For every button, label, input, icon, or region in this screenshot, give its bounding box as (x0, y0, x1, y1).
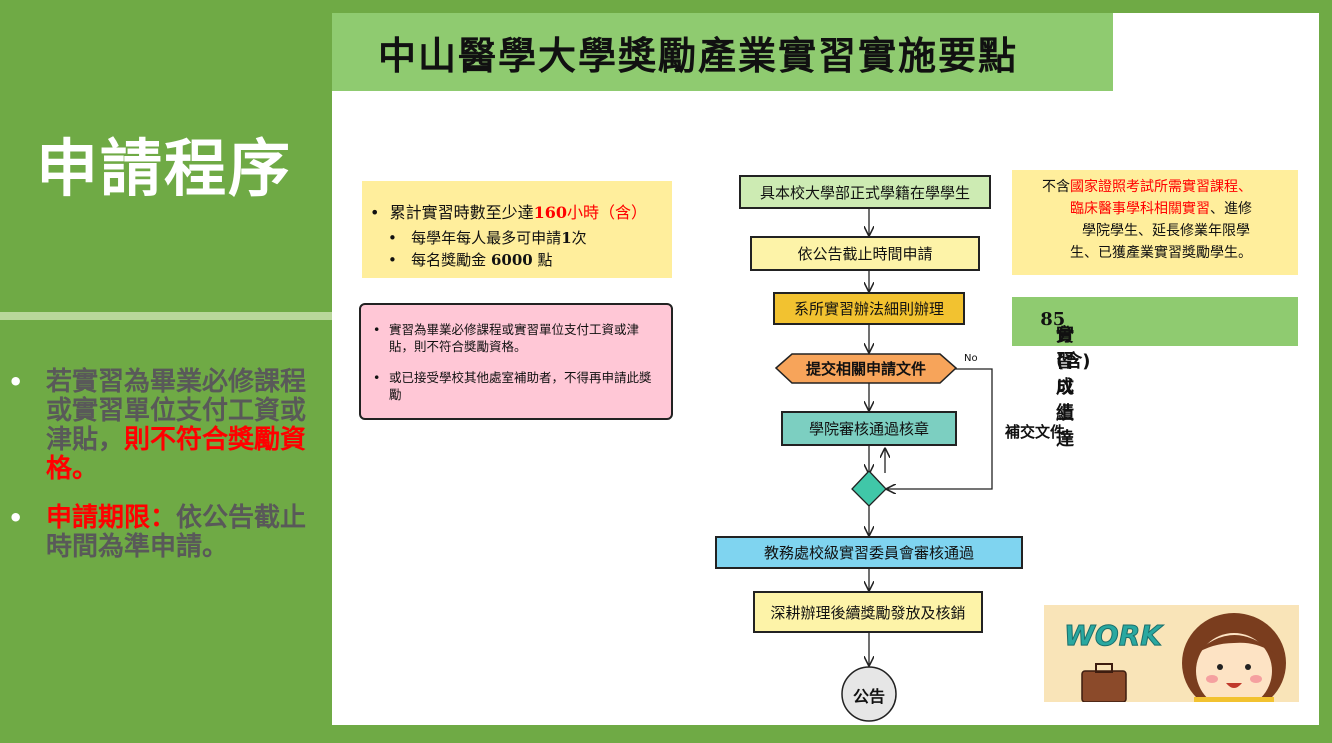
bullet-dot-icon: • (373, 322, 381, 337)
no-label: No (964, 353, 978, 364)
flow-step-6: 教務處校級實習委員會審核通過 (715, 536, 1023, 569)
note-line-4: 生、已獲產業實習獎勵學生。 (1070, 245, 1252, 261)
exclusion-item-2: •或已接受學校其他處室補助者，不得再申請此獎勵 (373, 370, 652, 402)
end-circle (841, 666, 897, 722)
divider (0, 312, 332, 320)
title-band: 中山醫學大學獎勵產業實習實施要點 (332, 13, 1113, 91)
requirements-box: • 累計實習時數至少達160小時（含） • 每學年每人最多可申請1次 • 每名獎… (362, 181, 672, 278)
bullet-dot-icon: • (8, 368, 24, 396)
left-bullet-1: • 若實習為畢業必修課程或實習單位支付工資或津貼，則不符合獎勵資格。 (8, 367, 307, 484)
work-illustration: WORK (1044, 605, 1299, 713)
note-line-3: 學院學生、延長修業年限學 (1082, 223, 1250, 239)
decision-diamond (851, 470, 887, 507)
bullet-dot-icon: • (8, 504, 24, 532)
flow-step-3: 系所實習辦法細則辦理 (773, 292, 965, 325)
left-bullet-2: • 申請期限：依公告截止時間為準申請。 (8, 503, 307, 562)
flowchart-connectors (774, 209, 993, 722)
work-text: WORK (1064, 619, 1164, 652)
flow-step-7: 深耕辦理後續獎勵發放及核銷 (753, 591, 983, 633)
slide-canvas: 中山醫學大學獎勵產業實習實施要點 • 累計實習時數至少達160小時（含） • 每… (332, 13, 1319, 725)
score-requirement-box: 實習成績達 85 分(含)以上 (1012, 297, 1298, 450)
slide-title: 中山醫學大學獎勵產業實習實施要點 (378, 34, 1019, 78)
flow-step-2: 依公告截止時間申請 (750, 236, 980, 271)
work-character-icon: WORK (1064, 613, 1286, 713)
section-title: 申請程序 (36, 132, 293, 205)
supplement-label: 補交文件 (1005, 423, 1066, 441)
note-line-2: 臨床醫事學科相關實習、進修 (1070, 201, 1252, 217)
flow-step-1: 具本校大學部正式學籍在學學生 (739, 175, 991, 209)
flow-step-5: 學院審核通過核章 (781, 411, 957, 446)
flow-step-4: 提交相關申請文件 (805, 360, 926, 378)
exclusion-item-1: •實習為畢業必修課程或實習單位支付工資或津貼，則不符合獎勵資格。 (373, 322, 640, 354)
flow-end-label: 公告 (852, 687, 885, 706)
exclusion-note-box: 不含國家證照考試所需實習課程、 臨床醫事學科相關實習、進修 學院學生、延長修業年… (1012, 170, 1298, 275)
bullet-dot-icon: • (388, 251, 397, 269)
left-bullet-list: • 若實習為畢業必修課程或實習單位支付工資或津貼，則不符合獎勵資格。 • 申請期… (8, 368, 328, 582)
bullet-dot-icon: • (370, 203, 380, 222)
requirement-amount: • 每名獎勵金 6000 點 (388, 251, 553, 269)
requirement-hours: • 累計實習時數至少達160小時（含） (370, 203, 648, 222)
bullet-dot-icon: • (388, 229, 397, 247)
requirement-times: • 每學年每人最多可申請1次 (388, 229, 587, 247)
note-line-1: 不含國家證照考試所需實習課程、 (1042, 179, 1252, 195)
step-4-shape (774, 353, 958, 384)
left-panel: 申請程序 • 若實習為畢業必修課程或實習單位支付工資或津貼，則不符合獎勵資格。 … (0, 0, 332, 743)
bullet-dot-icon: • (373, 370, 381, 385)
exclusion-box: •實習為畢業必修課程或實習單位支付工資或津貼，則不符合獎勵資格。 •或已接受學校… (359, 303, 673, 420)
loop-connector (887, 368, 993, 489)
